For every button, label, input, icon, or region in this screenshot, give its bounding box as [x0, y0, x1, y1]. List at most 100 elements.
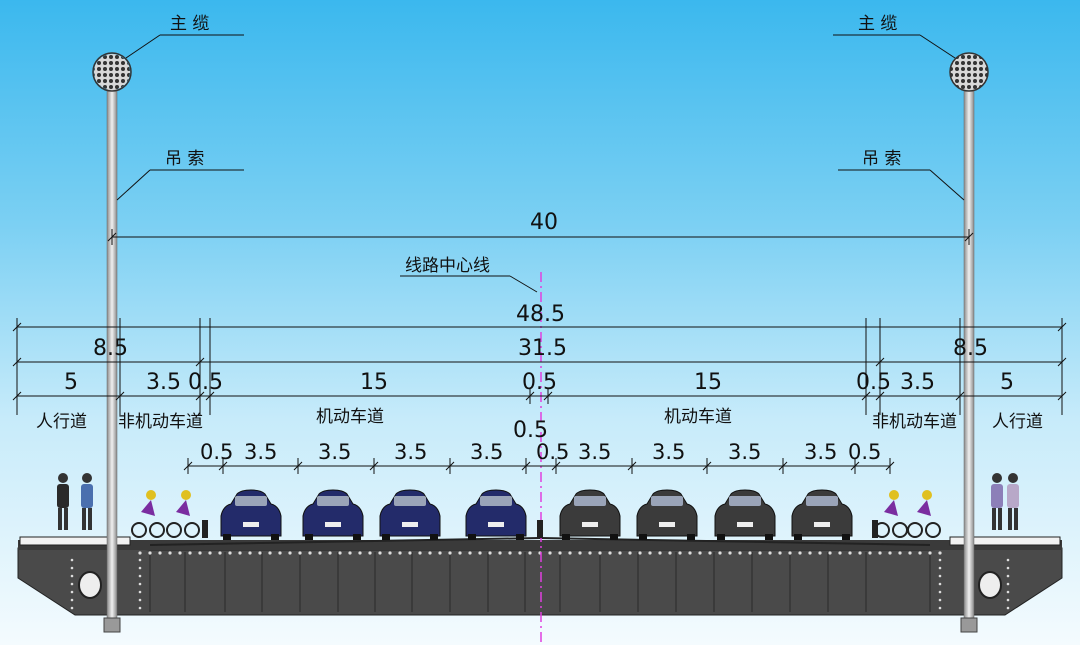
zone-left-bike-lane: 非机动车道 — [118, 412, 203, 432]
girder-rivet — [728, 551, 732, 555]
dim-middle-width: 31.5 — [518, 336, 567, 361]
rider-helmet — [181, 490, 191, 500]
girder-rivet — [938, 574, 942, 578]
car-plate — [659, 522, 675, 527]
car-plate — [488, 522, 504, 527]
girder-rivet — [938, 558, 942, 562]
girder-rivet — [70, 606, 74, 610]
girder-rivet — [478, 551, 482, 555]
rider-body — [884, 500, 898, 516]
pedestrian — [57, 473, 69, 530]
girder-panel-lines — [149, 552, 931, 612]
girder-rivet — [738, 551, 742, 555]
girder-rivet — [138, 606, 142, 610]
girder-rivet — [348, 551, 352, 555]
girder-rivet — [938, 551, 942, 555]
left-hanger-label: 吊 索 — [165, 149, 204, 169]
car-wheel — [382, 534, 390, 540]
bike-wheel — [184, 522, 200, 538]
girder-rivet — [70, 558, 74, 562]
girder-rivet — [468, 551, 472, 555]
dim-lane-1: 3.5 — [244, 440, 277, 464]
bike-wheel — [892, 522, 908, 538]
dim-right-bike-lane: 3.5 — [900, 370, 935, 395]
girder-rivet — [808, 551, 812, 555]
right-cable-system: 主 缆 吊 索 — [833, 14, 989, 633]
left-main-cable-fill — [94, 54, 130, 90]
girder-rivet — [508, 551, 512, 555]
girder-rivet — [898, 551, 902, 555]
pedestrian-leg — [998, 508, 1002, 530]
pedestrian-leg — [1014, 508, 1018, 530]
pedestrian-leg — [82, 508, 86, 530]
girder-rivet — [708, 551, 712, 555]
dim-center-edge-strip: 0.5 — [536, 440, 569, 464]
car-wheel — [353, 534, 361, 540]
car — [791, 489, 853, 540]
girder-rivet — [70, 598, 74, 602]
dim-lane-7: 3.5 — [728, 440, 761, 464]
car-wheel — [562, 534, 570, 540]
girder-rivet — [70, 566, 74, 570]
right-main-cable — [949, 52, 989, 92]
deck-slab — [18, 540, 1062, 550]
girder-rivet — [1006, 590, 1010, 594]
girder-rivet — [938, 582, 942, 586]
girder-rivet — [618, 551, 622, 555]
dim-right-sidewalk: 5 — [1000, 370, 1014, 395]
girder-rivet — [368, 551, 372, 555]
car-wheel — [305, 534, 313, 540]
girder-rivet — [648, 551, 652, 555]
girder-rivet — [748, 551, 752, 555]
girder-rivet — [718, 551, 722, 555]
car-windshield — [480, 496, 512, 506]
girder-rivet — [838, 551, 842, 555]
car-plate — [737, 522, 753, 527]
centerline-leader — [509, 275, 538, 293]
girder-rivet — [328, 551, 332, 555]
girder-rivet — [698, 551, 702, 555]
pedestrian-torso — [991, 484, 1003, 508]
girder-rivet — [518, 551, 522, 555]
pedestrian-leg — [992, 508, 996, 530]
car-wheel — [794, 534, 802, 540]
pedestrian-head — [82, 473, 92, 483]
girder-rivet — [1006, 606, 1010, 610]
girder-rivet — [388, 551, 392, 555]
centerline-label: 线路中心线 — [405, 256, 490, 276]
girder-rivet — [138, 590, 142, 594]
girder-rivet — [548, 551, 552, 555]
pedestrian-leg — [58, 508, 62, 530]
girder-rivet — [878, 551, 882, 555]
girder-rivet — [638, 551, 642, 555]
bike-wheel — [925, 522, 941, 538]
girder-rivet — [768, 551, 772, 555]
car-wheel — [516, 534, 524, 540]
dimension-labels: 40 48.5 8.5 31.5 8.5 5 3.5 0.5 15 0.5 15… — [64, 210, 1014, 464]
girder-rivet — [818, 551, 822, 555]
left-girder-opening — [78, 571, 102, 599]
girder-rivet — [318, 551, 322, 555]
girder-rivet — [578, 551, 582, 555]
car — [714, 489, 776, 540]
girder-rivet — [238, 551, 242, 555]
dim-left-carriageway: 15 — [360, 370, 388, 395]
girder-rivet — [168, 551, 172, 555]
dimension-lines — [12, 229, 1067, 474]
car — [559, 489, 621, 540]
girder-rivet — [138, 598, 142, 602]
lane-bollard — [537, 520, 543, 538]
zone-left-sidewalk: 人行道 — [36, 412, 87, 432]
pedestrian-torso — [57, 484, 69, 508]
cyclist — [131, 490, 165, 538]
cyclist — [166, 490, 200, 538]
dim-lane-5: 3.5 — [578, 440, 611, 464]
girder-rivet — [138, 558, 142, 562]
zone-right-sidewalk: 人行道 — [992, 412, 1043, 432]
girder-rivet — [658, 551, 662, 555]
left-hanger-leader — [116, 169, 151, 201]
pedestrian-head — [58, 473, 68, 483]
girder-rivet — [338, 551, 342, 555]
rider-helmet — [146, 490, 156, 500]
